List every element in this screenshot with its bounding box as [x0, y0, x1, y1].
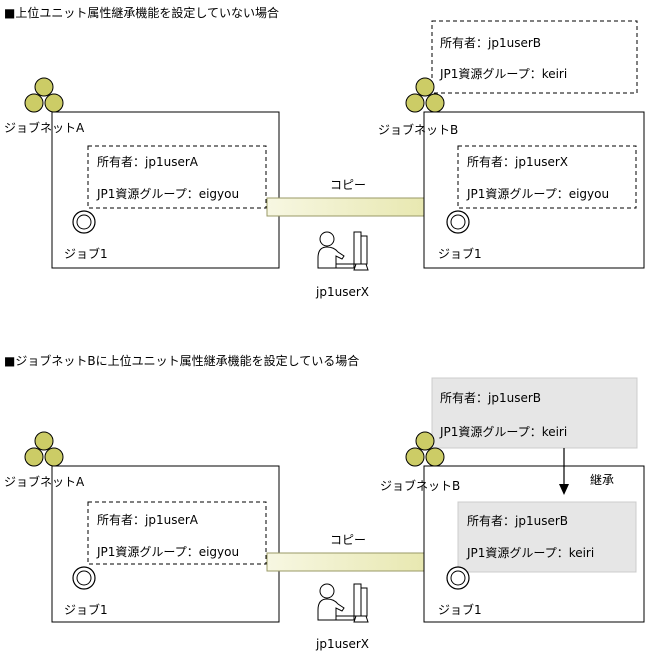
user-label: jp1userX — [315, 285, 369, 299]
inherit-arrow-head — [559, 484, 569, 495]
jobnet-a-job-label: ジョブ1 — [64, 246, 108, 261]
copy-label: コピー — [330, 533, 366, 547]
user-icon — [317, 231, 369, 271]
jobnet-a-attr-box — [87, 145, 267, 209]
section1-heading: ■上位ユニット属性継承機能を設定していない場合 — [4, 5, 279, 20]
upper-resource-group: JP1資源グループ：keiri — [439, 67, 567, 81]
job-icon — [446, 210, 470, 234]
jobnet-a-resource-group: JP1資源グループ：eigyou — [96, 187, 239, 201]
jobnet-a-label: ジョブネットA — [4, 120, 85, 135]
job-icon — [446, 566, 470, 590]
upper-owner: 所有者：jp1userB — [440, 36, 541, 50]
copy-arrow-shape — [266, 543, 447, 581]
section1-jobnet-a: ジョブネットA 所有者：jp1userA JP1資源グループ：eigyou ジョ… — [4, 77, 280, 269]
jobnet-a-resource-group: JP1資源グループ：eigyou — [96, 545, 239, 559]
upper-owner: 所有者：jp1userB — [440, 391, 541, 405]
section2-copy-arrow: コピー — [266, 533, 447, 581]
jobnet-b-job-label: ジョブ1 — [438, 602, 482, 617]
jobnet-a-job-label: ジョブ1 — [64, 602, 108, 617]
section2-jobnet-a: ジョブネットA 所有者：jp1userA JP1資源グループ：eigyou ジョ… — [4, 431, 280, 623]
jobnet-a-owner: 所有者：jp1userA — [97, 155, 199, 169]
copy-arrow-shape — [266, 188, 447, 226]
jobnet-b-resource-group: JP1資源グループ：keiri — [466, 546, 594, 560]
jobnet-b-owner: 所有者：jp1userX — [467, 155, 568, 169]
section2-jobnet-b: 所有者：jp1userB JP1資源グループ：keiri ジョブネットB 継承 … — [380, 377, 645, 623]
jobnet-b-owner: 所有者：jp1userB — [467, 514, 568, 528]
jobnet-b-job-label: ジョブ1 — [438, 246, 482, 261]
jobnet-b-label: ジョブネットB — [378, 122, 458, 137]
jobnet-icon — [24, 77, 64, 113]
jobnet-b-attr-box-inherited — [457, 501, 637, 573]
section2-heading: ■ジョブネットBに上位ユニット属性継承機能を設定している場合 — [4, 353, 359, 368]
copy-label: コピー — [330, 178, 366, 192]
inherit-label: 継承 — [590, 472, 614, 487]
section1-copy-arrow: コピー — [266, 178, 447, 226]
jobnet-b-attr-box — [457, 145, 637, 209]
upper-unit-attr-box — [431, 20, 638, 94]
user-icon — [317, 583, 369, 623]
job-icon — [72, 566, 96, 590]
section1-jobnet-b: 所有者：jp1userB JP1資源グループ：keiri ジョブネットB 所有者… — [378, 20, 645, 269]
upper-resource-group: JP1資源グループ：keiri — [439, 425, 567, 439]
jobnet-a-attr-box — [87, 501, 267, 565]
jobnet-b-resource-group: JP1資源グループ：eigyou — [466, 187, 609, 201]
user-label: jp1userX — [315, 637, 369, 651]
jobnet-icon — [24, 431, 64, 467]
jobnet-a-label: ジョブネットA — [4, 474, 85, 489]
job-icon — [72, 210, 96, 234]
jobnet-b-label: ジョブネットB — [380, 478, 460, 493]
jobnet-a-owner: 所有者：jp1userA — [97, 513, 199, 527]
upper-unit-attr-box — [431, 377, 638, 449]
